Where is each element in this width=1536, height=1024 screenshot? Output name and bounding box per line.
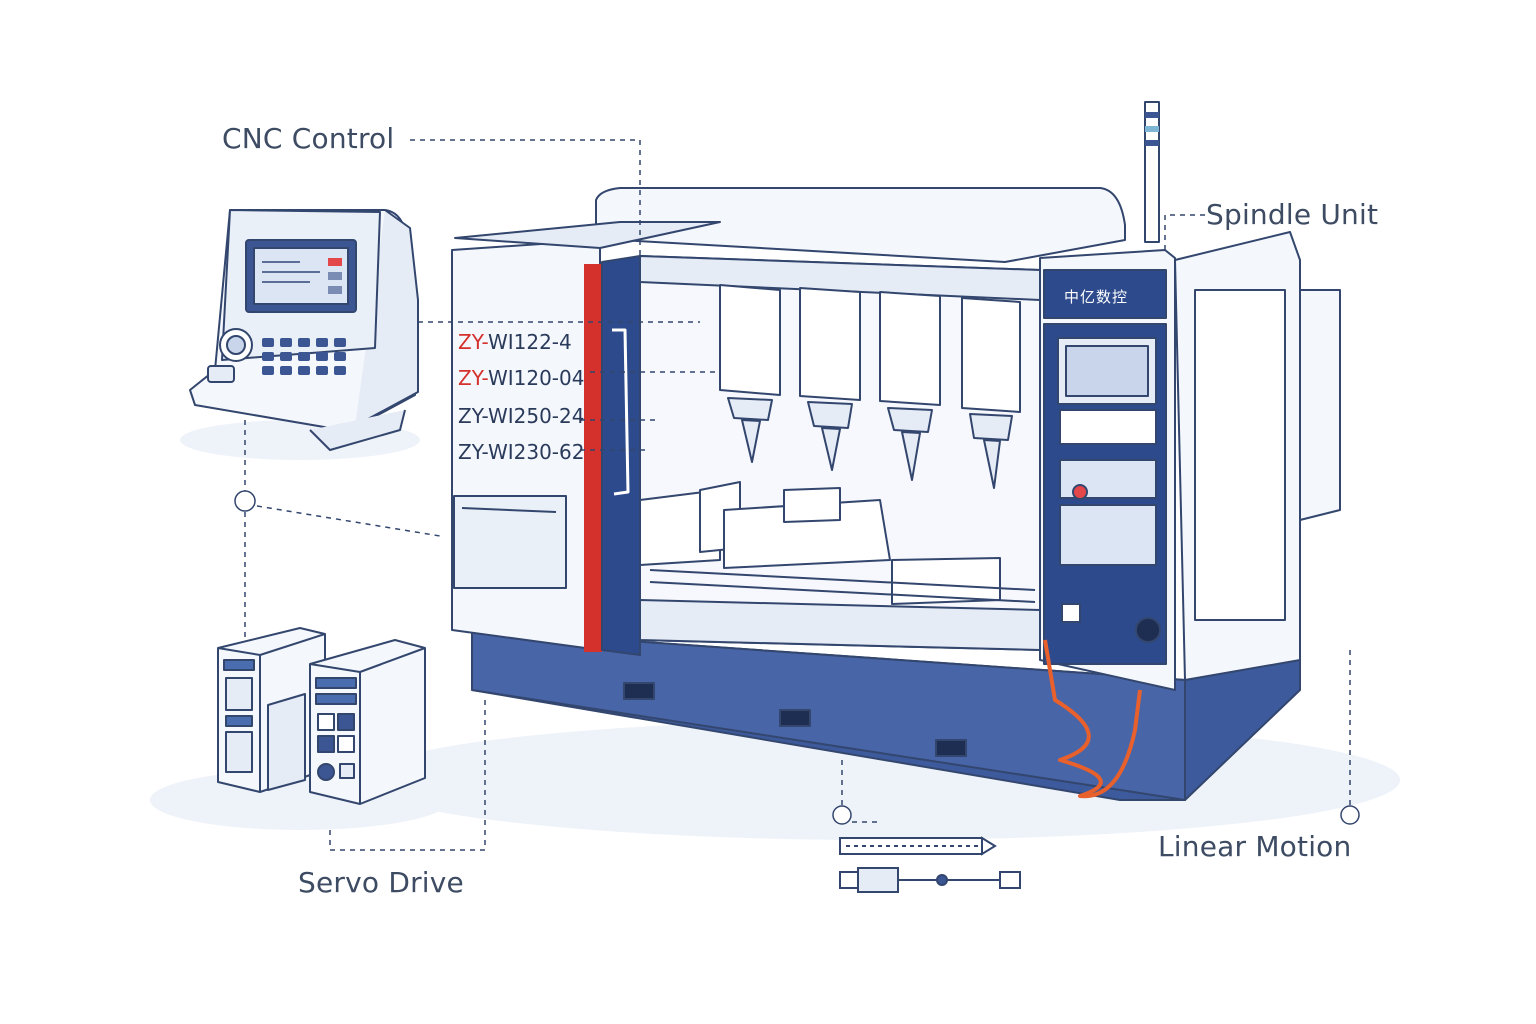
model-prefix: ZY- [458, 440, 488, 464]
callout-linear-motion: Linear Motion [1158, 830, 1352, 863]
model-suffix: WI120-04 [487, 366, 585, 390]
model-label: ZY-WI122-4 [458, 330, 572, 354]
cnc-control-pendant [189, 209, 419, 451]
callout-servo-drive: Servo Drive [298, 866, 464, 899]
linear-motion-parts [839, 836, 1021, 893]
model-label: ZY-WI250-24 [458, 404, 584, 428]
model-prefix: ZY- [458, 330, 488, 354]
model-suffix: WI122-4 [487, 330, 572, 354]
callout-cnc-control: CNC Control [222, 122, 395, 155]
machining-center [451, 101, 1341, 801]
model-prefix: ZY- [458, 404, 488, 428]
brand-label: 中亿数控 [1064, 288, 1129, 306]
callout-spindle-unit: Spindle Unit [1206, 198, 1379, 231]
model-prefix: ZY- [458, 366, 488, 390]
leader-anchors [234, 490, 1360, 825]
model-suffix: WI250-24 [487, 404, 585, 428]
model-label: ZY-WI120-04 [458, 366, 584, 390]
model-label: ZY-WI230-62 [458, 440, 584, 464]
leader-lines [244, 139, 1351, 851]
model-suffix: WI230-62 [487, 440, 585, 464]
servo-drive-units [217, 627, 426, 805]
